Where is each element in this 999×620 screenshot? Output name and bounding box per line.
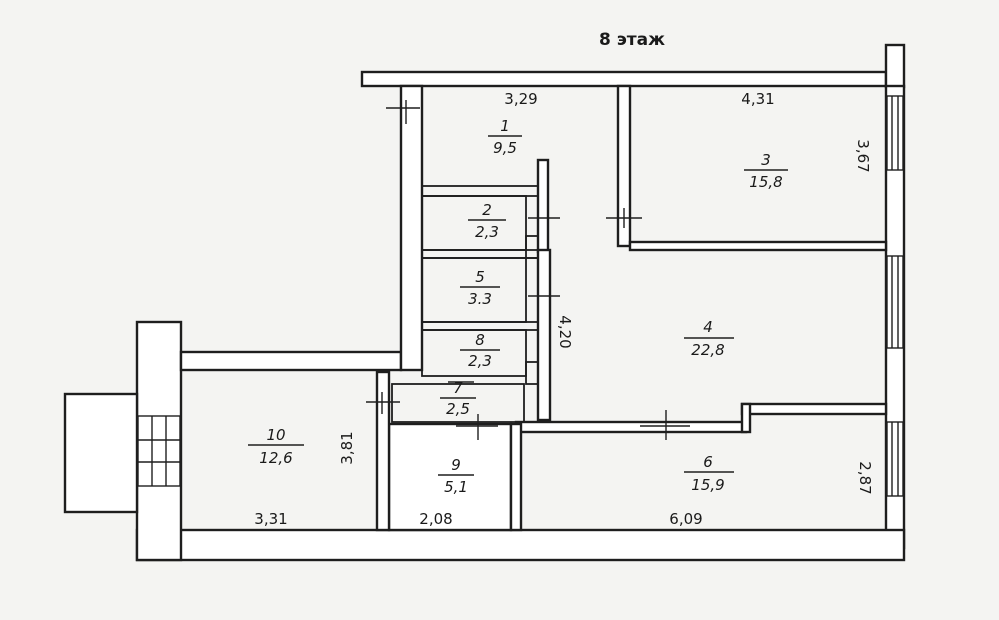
room-2-label: 2 2,3 [468, 201, 506, 241]
room-6-number: 6 [703, 453, 713, 471]
dimension-labels: 3,29 4,31 3,67 4,20 3,81 2,87 3,31 2,08 … [254, 90, 874, 528]
room-5-area: 3.3 [468, 290, 492, 308]
wall-9-6 [509, 422, 523, 532]
room-7-area: 2,5 [446, 400, 470, 418]
entry-porch [63, 392, 139, 514]
wall-10-9 [375, 370, 391, 532]
interior-walls [375, 84, 888, 532]
room-8-number: 8 [475, 331, 485, 349]
room-1-label: 1 9,5 [488, 117, 522, 157]
step-wall [179, 350, 403, 372]
room-9-label: 9 5,1 [438, 456, 474, 496]
room-6-label: 6 15,9 [684, 453, 734, 494]
room-labels: 1 9,5 2 2,3 3 15,8 4 22,8 5 3.3 6 15,9 [248, 117, 788, 496]
dim-side-room-10: 3,81 [338, 431, 356, 464]
room-5-number: 5 [475, 268, 485, 286]
room-10-label: 10 12,6 [248, 426, 304, 467]
bottom-wall [135, 528, 906, 562]
room-4-label: 4 22,8 [684, 318, 734, 359]
room-9-number: 9 [451, 456, 461, 474]
dim-bottom-room-6: 6,09 [669, 510, 702, 528]
dim-corridor: 4,20 [556, 315, 574, 348]
room-7-label: 7 2,5 [440, 379, 476, 418]
wall-4-6-right [740, 402, 888, 416]
windows [137, 95, 904, 497]
room-3-number: 3 [761, 151, 771, 169]
floor-title: 8 этаж [599, 30, 665, 50]
room-1-area: 9,5 [493, 139, 517, 157]
top-wall [360, 70, 888, 88]
wall-4-6 [514, 420, 748, 434]
room-8-label: 8 2,3 [460, 331, 500, 370]
window-room-4 [886, 255, 904, 349]
window-room-3 [886, 95, 904, 171]
room-8-area: 2,3 [468, 352, 492, 370]
room-9-area: 5,1 [444, 478, 468, 496]
room-9-walls [387, 422, 513, 532]
dim-bottom-room-10: 3,31 [254, 510, 287, 528]
room-4-number: 4 [703, 318, 713, 336]
dim-bottom-room-9: 2,08 [419, 510, 452, 528]
room-1-number: 1 [500, 117, 510, 135]
dim-side-room-6: 2,87 [856, 461, 874, 494]
room-4-area: 22,8 [691, 341, 724, 359]
dim-top-room-3: 4,31 [741, 90, 774, 108]
room-3-label: 3 15,8 [744, 151, 788, 191]
room-10-area: 12,6 [259, 449, 292, 467]
room-10-number: 10 [266, 426, 285, 444]
corridor-wall-lower [536, 248, 552, 422]
window-room-10 [137, 415, 181, 487]
door-marks [366, 100, 690, 440]
wall-3-4 [628, 240, 888, 252]
right-top-stub [884, 43, 906, 89]
room-2-area: 2,3 [475, 223, 499, 241]
room-3-area: 15,8 [749, 173, 782, 191]
room-2-number: 2 [482, 201, 492, 219]
dim-side-room-3: 3,67 [854, 139, 872, 172]
window-room-6 [886, 421, 904, 497]
room-7-number: 7 [453, 379, 463, 397]
wall-1-3 [616, 84, 632, 248]
dim-top-room-1: 3,29 [504, 90, 537, 108]
inner-left-wall [399, 84, 424, 372]
room-6-area: 15,9 [691, 476, 724, 494]
corridor-wall-upper [536, 158, 550, 254]
room-5-label: 5 3.3 [460, 268, 500, 308]
